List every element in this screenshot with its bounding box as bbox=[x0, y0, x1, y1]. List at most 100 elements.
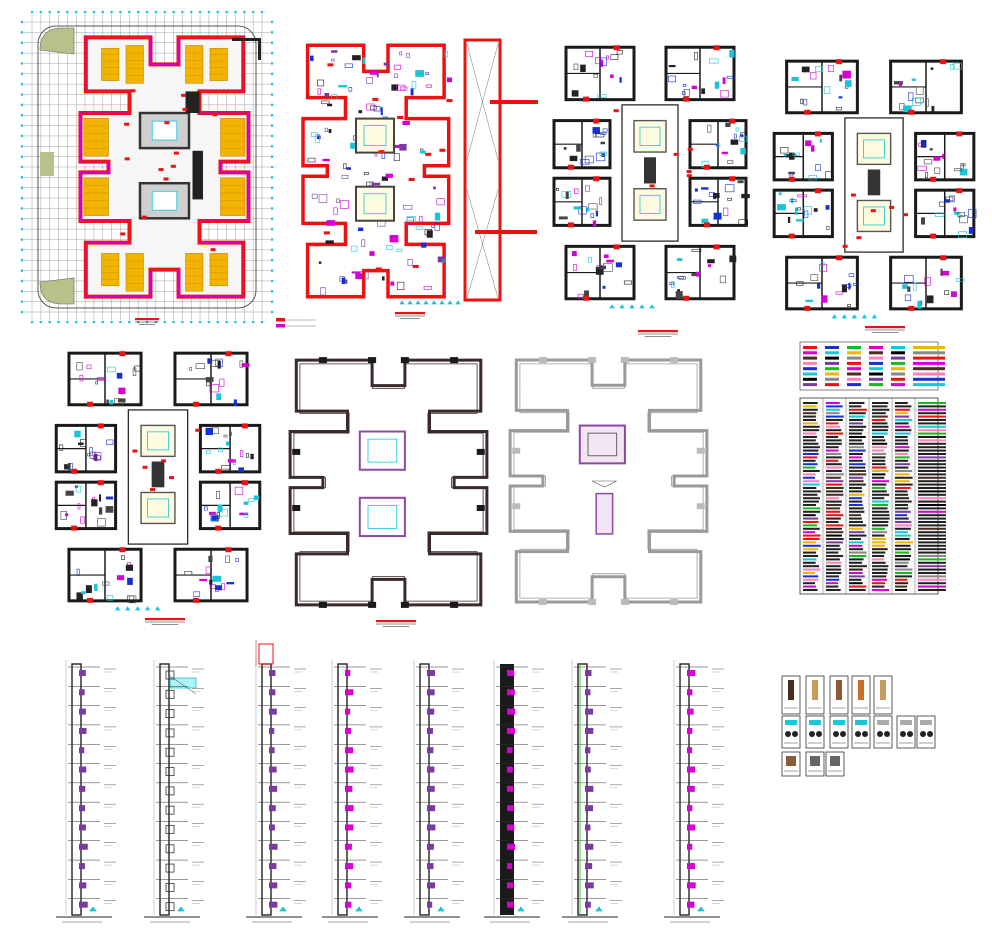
door-marker bbox=[613, 45, 620, 51]
window-opening bbox=[165, 844, 175, 854]
floor-element bbox=[585, 824, 591, 831]
furniture-outline bbox=[348, 87, 353, 92]
grid-bubble bbox=[39, 10, 43, 14]
floor-element bbox=[79, 843, 88, 850]
furniture-outline bbox=[317, 88, 321, 95]
furniture-outline bbox=[225, 555, 230, 564]
grid-bubble bbox=[234, 320, 237, 324]
table-cell-value bbox=[895, 558, 910, 561]
room-layout bbox=[307, 50, 453, 296]
table-cell-value bbox=[803, 531, 816, 534]
table-cell-value bbox=[826, 466, 843, 469]
furniture-outline bbox=[719, 275, 726, 284]
column-marker bbox=[318, 601, 327, 608]
furniture-outline bbox=[959, 215, 968, 224]
furniture-block bbox=[331, 50, 338, 53]
furniture-block bbox=[777, 204, 786, 211]
floor-element bbox=[427, 766, 435, 773]
furniture-block bbox=[391, 84, 399, 91]
floor-element bbox=[507, 843, 516, 850]
door-marker bbox=[956, 131, 963, 137]
table-cell-value bbox=[849, 544, 863, 547]
furniture-outline bbox=[723, 207, 729, 217]
table-cell-value bbox=[918, 459, 946, 462]
furniture-outline bbox=[578, 206, 587, 215]
furniture-outline bbox=[716, 143, 721, 148]
lift-lobby bbox=[856, 199, 892, 233]
door-marker bbox=[713, 244, 720, 250]
furniture-outline bbox=[106, 439, 114, 446]
lift-core bbox=[358, 496, 406, 538]
table-cell-value bbox=[872, 504, 889, 506]
column-marker bbox=[318, 357, 327, 364]
furniture-outline bbox=[339, 276, 345, 282]
schedule-table-small bbox=[799, 341, 939, 391]
furniture-outline bbox=[205, 450, 211, 454]
furniture-outline bbox=[595, 133, 605, 138]
column-marker bbox=[620, 357, 629, 364]
furniture-block bbox=[813, 208, 818, 212]
furniture-outline bbox=[678, 276, 686, 280]
furniture-outline bbox=[411, 81, 417, 89]
furniture-outline bbox=[808, 175, 817, 181]
table-cell-value bbox=[826, 568, 842, 571]
floor-element bbox=[507, 708, 516, 715]
table-cell-value bbox=[918, 456, 946, 459]
column-marker bbox=[696, 447, 705, 454]
schedule-cell bbox=[913, 361, 945, 365]
floor-element bbox=[345, 689, 354, 696]
detail-thumbnail bbox=[781, 715, 801, 749]
furniture-block bbox=[592, 127, 600, 134]
furniture-outline bbox=[370, 105, 377, 111]
corridor-marker bbox=[142, 465, 148, 469]
floor-element bbox=[345, 882, 352, 889]
furniture-outline bbox=[815, 164, 821, 172]
furniture-outline bbox=[835, 291, 843, 295]
furniture-block bbox=[205, 377, 214, 382]
furniture-block bbox=[94, 454, 98, 462]
grid-bubble bbox=[66, 320, 69, 324]
grid-bubble bbox=[20, 279, 24, 283]
furniture-block bbox=[225, 441, 230, 446]
table-cell-value bbox=[849, 514, 862, 517]
level-marker bbox=[437, 906, 445, 912]
furniture-outline bbox=[193, 591, 201, 597]
furniture-block bbox=[125, 564, 134, 571]
floor-element bbox=[427, 708, 435, 715]
site-plan-legend bbox=[276, 318, 316, 328]
table-cell-value bbox=[826, 524, 844, 527]
column-marker bbox=[372, 97, 379, 101]
table-cell-value bbox=[849, 578, 862, 581]
table-cell-value bbox=[826, 429, 842, 432]
floor-element bbox=[269, 727, 275, 734]
table-cell-value bbox=[803, 490, 821, 493]
column-marker bbox=[375, 267, 382, 271]
furniture-outline bbox=[733, 133, 737, 139]
floor-element bbox=[687, 766, 696, 773]
furniture-outline bbox=[106, 595, 114, 601]
grid-bubble bbox=[154, 10, 158, 14]
furniture-outline bbox=[726, 75, 736, 79]
furniture-outline bbox=[596, 152, 606, 162]
furniture-outline bbox=[436, 198, 445, 206]
furniture-outline bbox=[424, 229, 433, 236]
column-marker bbox=[588, 598, 597, 605]
corridor-patch bbox=[158, 168, 164, 172]
schedule-cell bbox=[847, 372, 861, 376]
table-cell-value bbox=[849, 565, 867, 568]
room-furniture bbox=[701, 122, 748, 169]
level-marker bbox=[841, 314, 848, 319]
table-cell-value bbox=[872, 402, 889, 404]
furniture-block bbox=[327, 103, 333, 107]
corridor-marker bbox=[132, 449, 138, 453]
table-cell-value bbox=[849, 425, 867, 428]
fitting-detail bbox=[809, 731, 815, 737]
table-cell-value bbox=[803, 432, 817, 435]
grid-bubble bbox=[20, 165, 24, 169]
boundary-wall-bar bbox=[232, 38, 258, 41]
grid-bubble bbox=[163, 10, 166, 14]
furniture-block bbox=[346, 167, 351, 170]
door-marker bbox=[729, 118, 736, 124]
furniture-outline bbox=[792, 152, 800, 156]
floor-element bbox=[269, 708, 277, 715]
